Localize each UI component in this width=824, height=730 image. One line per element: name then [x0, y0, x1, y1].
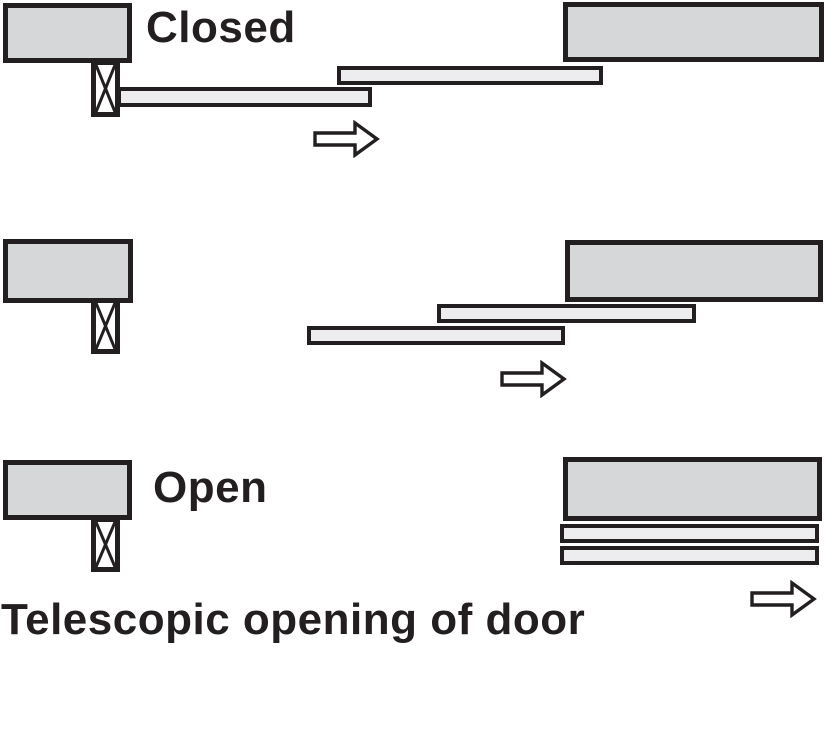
- cross-hatch-post-icon: [96, 303, 115, 349]
- cross-hatch-post-icon: [96, 522, 115, 567]
- arrow-right-icon: [313, 120, 381, 158]
- arrow-right-icon: [500, 360, 568, 398]
- wall-segment-right: [565, 240, 823, 302]
- wall-segment-right: [563, 457, 822, 521]
- door-jamb-post: [91, 517, 120, 572]
- stage-label-open: Open: [153, 463, 268, 512]
- door-panel-rear: [560, 546, 819, 565]
- door-panel-rear: [117, 87, 372, 107]
- door-panel-front: [560, 524, 819, 543]
- door-panel-front: [337, 66, 603, 85]
- wall-segment-left: [3, 460, 132, 520]
- door-panel-rear: [307, 326, 565, 345]
- arrow-right-icon: [750, 580, 818, 618]
- door-panel-front: [437, 304, 696, 323]
- stage-label-closed: Closed: [146, 3, 296, 52]
- diagram-title: Telescopic opening of door: [1, 595, 586, 644]
- wall-segment-left: [3, 239, 133, 303]
- cross-hatch-post-icon: [96, 65, 115, 112]
- wall-segment-left: [3, 3, 132, 63]
- door-jamb-post: [91, 60, 120, 117]
- door-jamb-post: [91, 298, 120, 354]
- wall-segment-right: [563, 2, 824, 62]
